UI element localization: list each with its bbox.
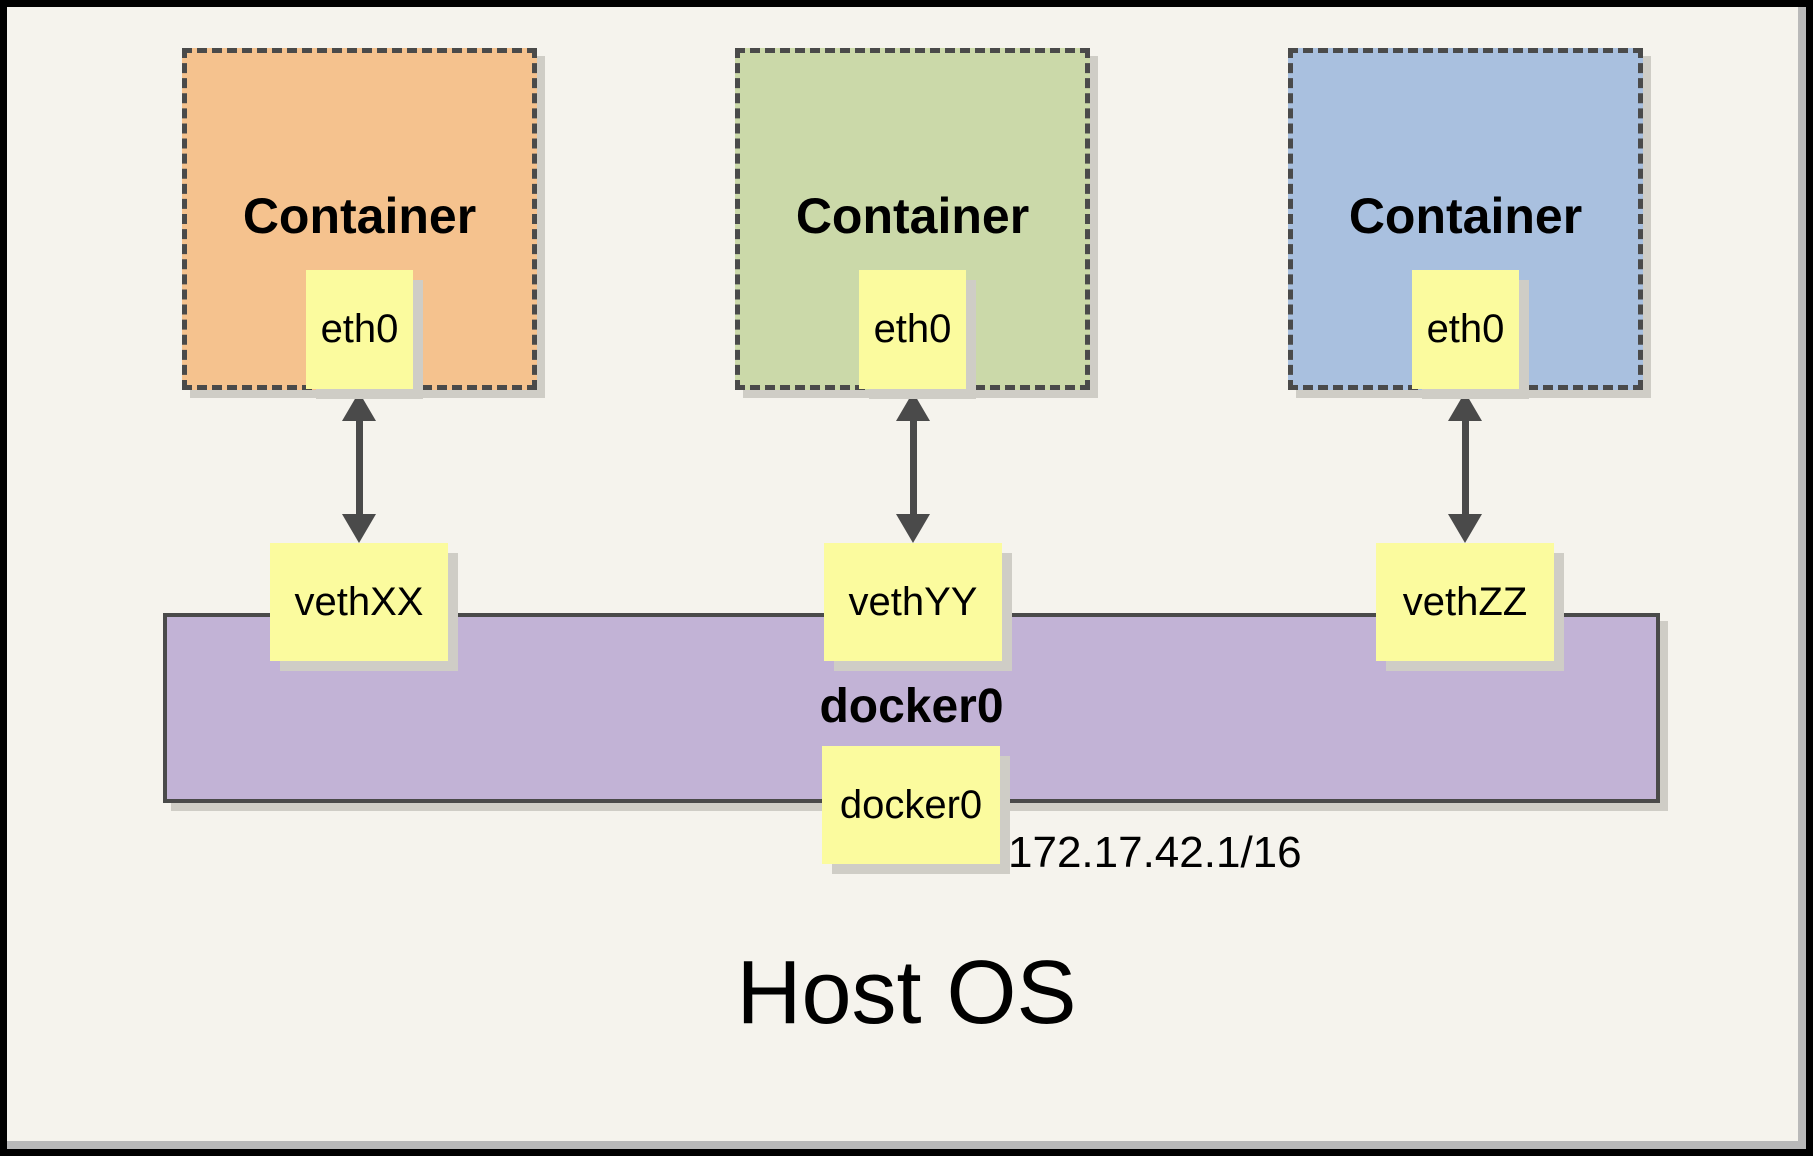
- arrow-shaft: [1461, 421, 1469, 514]
- veth-note-3: vethZZ: [1376, 543, 1554, 661]
- bridge-title: docker0: [819, 680, 1004, 733]
- docker0-label: docker0: [839, 782, 983, 827]
- arrow-down-icon: [1448, 514, 1482, 543]
- arrow-down-icon: [896, 514, 930, 543]
- arrow-eth-veth-3: [1448, 392, 1482, 543]
- veth-note-2: vethYY: [824, 543, 1002, 661]
- arrow-down-icon: [342, 514, 376, 543]
- container-title: Container: [242, 188, 477, 244]
- docker0-note: docker0: [822, 746, 1000, 864]
- veth-label: vethZZ: [1402, 579, 1528, 624]
- arrow-up-icon: [1448, 392, 1482, 421]
- bridge-ip-label: 172.17.42.1/16: [1008, 828, 1302, 877]
- veth-label: vethYY: [848, 579, 978, 624]
- eth-label: eth0: [873, 307, 952, 351]
- arrow-up-icon: [342, 392, 376, 421]
- arrow-eth-veth-2: [896, 392, 930, 543]
- arrow-shaft: [909, 421, 917, 514]
- veth-label: vethXX: [294, 579, 424, 624]
- eth0-note-1: eth0: [306, 270, 413, 389]
- arrow-eth-veth-1: [342, 392, 376, 543]
- veth-note-1: vethXX: [270, 543, 448, 661]
- eth0-note-2: eth0: [859, 270, 966, 389]
- eth0-note-3: eth0: [1412, 270, 1519, 389]
- eth-label: eth0: [320, 307, 399, 351]
- arrow-shaft: [355, 421, 363, 514]
- eth-label: eth0: [1426, 307, 1505, 351]
- arrow-up-icon: [896, 392, 930, 421]
- container-title: Container: [795, 188, 1030, 244]
- container-title: Container: [1348, 188, 1583, 244]
- host-os-label: Host OS: [736, 943, 1077, 1043]
